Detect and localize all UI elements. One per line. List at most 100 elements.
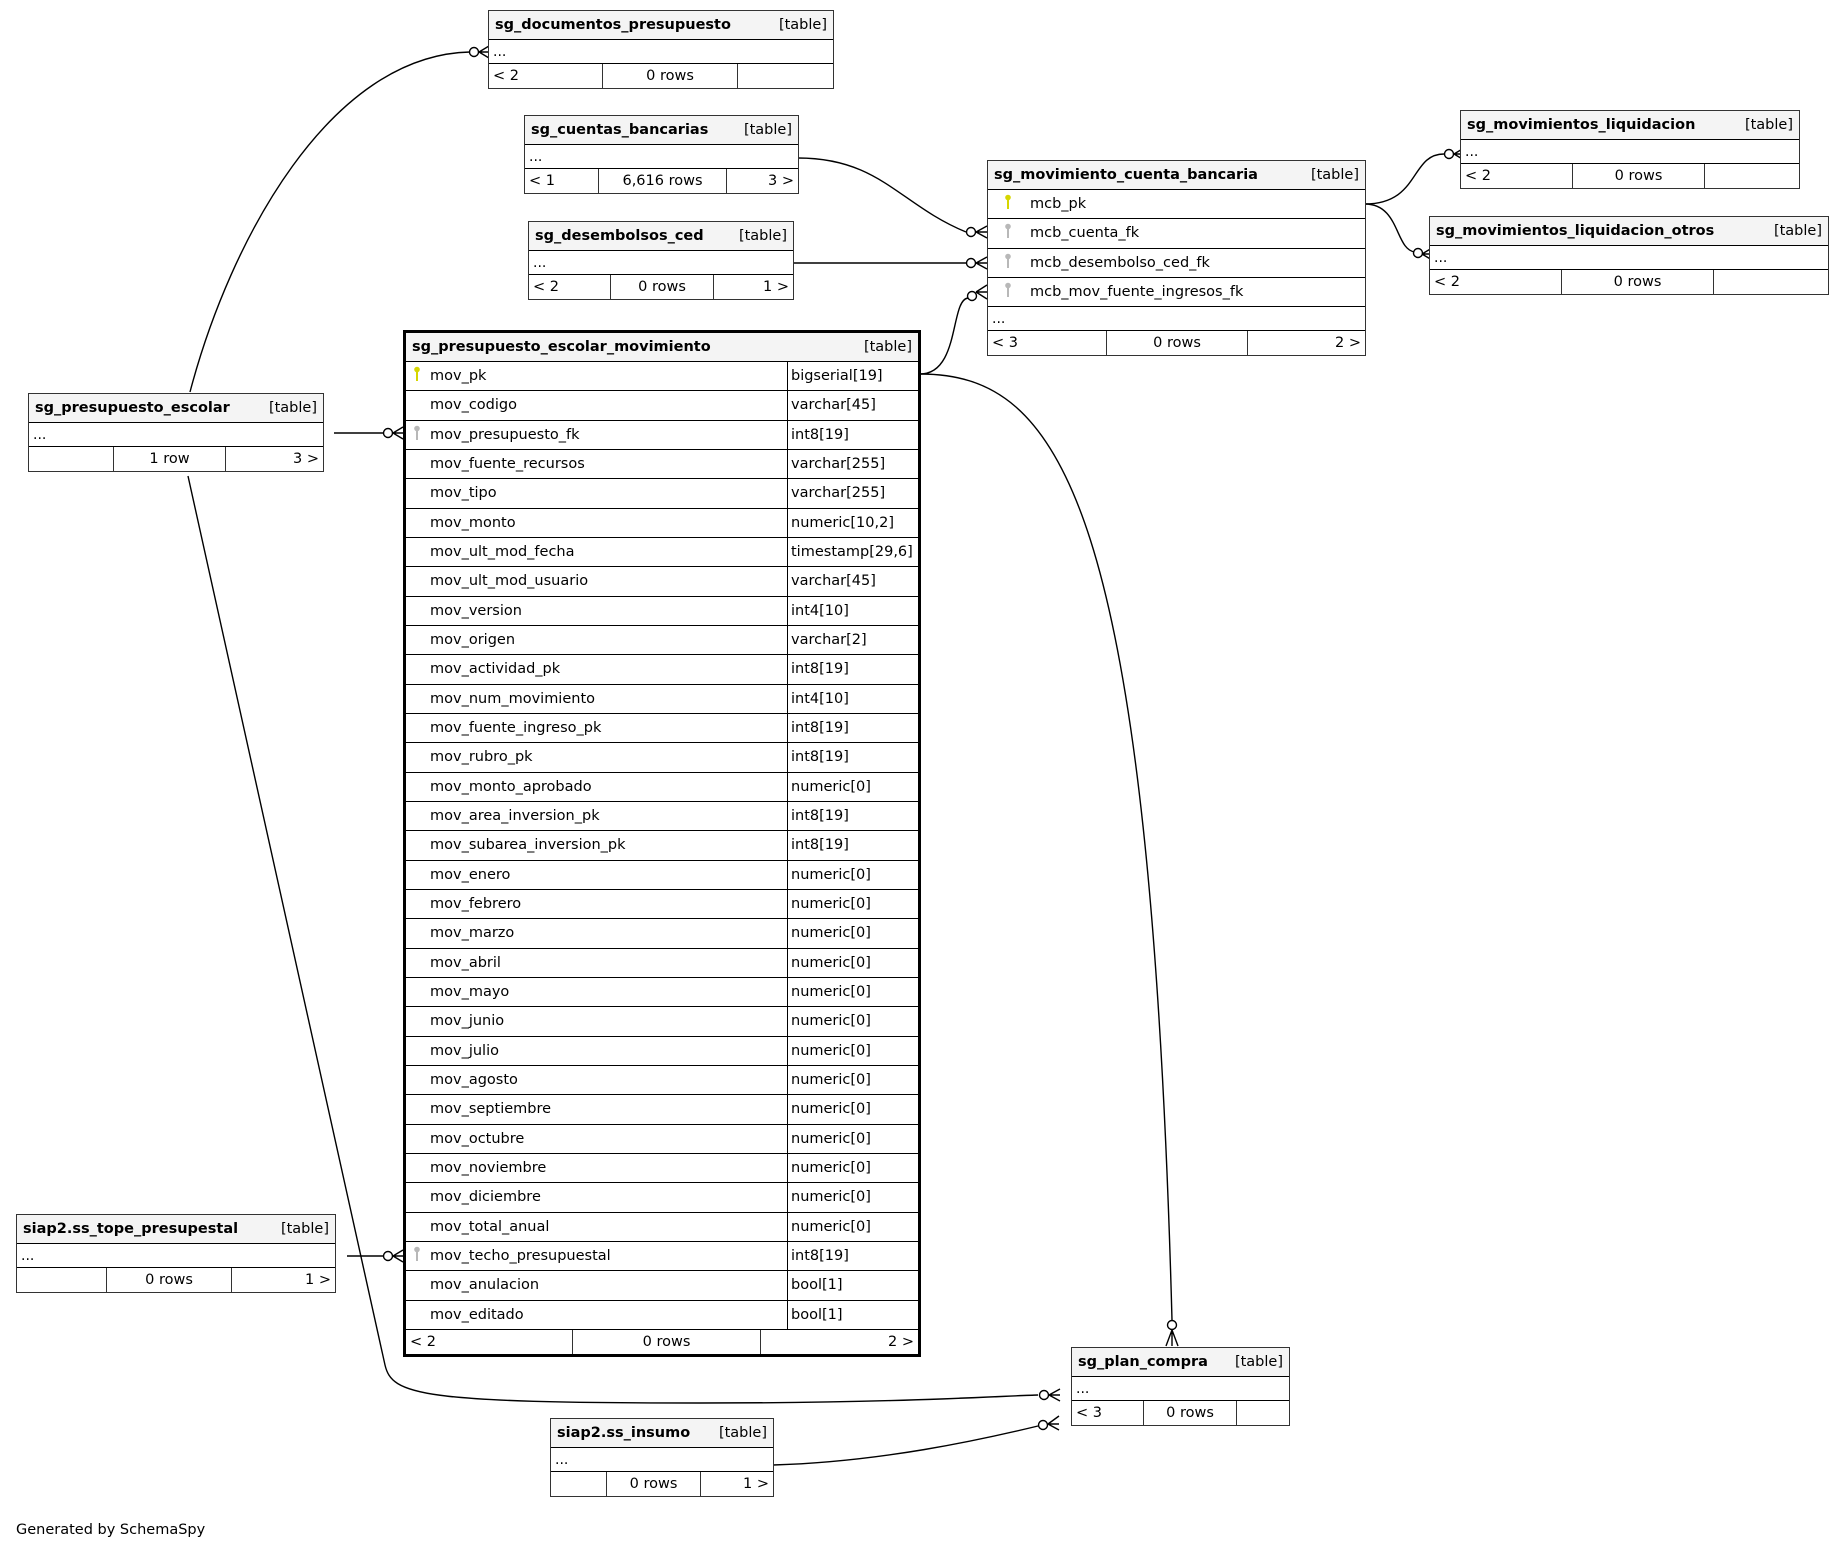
column-row[interactable]: mcb_pk [988, 190, 1365, 220]
children-count[interactable] [1705, 164, 1799, 188]
children-count[interactable]: 3 > [768, 173, 794, 189]
column-type: int8[19] [787, 713, 918, 743]
table-siap2-ss-insumo[interactable]: siap2.ss_insumo[table] ... 0 rows 1 > [550, 1418, 774, 1497]
table-sg-cuentas-bancarias[interactable]: sg_cuentas_bancarias[table] ... < 1 6,61… [524, 115, 799, 194]
parents-count[interactable]: < 2 [489, 64, 603, 88]
children-count[interactable] [1237, 1401, 1289, 1425]
column-name: mcb_cuenta_fk [1030, 225, 1140, 242]
table-footer: 1 row 3 > [29, 447, 323, 471]
column-type: int8[19] [787, 801, 918, 831]
children-count[interactable]: 1 > [305, 1272, 331, 1288]
table-sg-presupuesto-escolar[interactable]: sg_presupuesto_escolar[table] ... 1 row … [28, 393, 324, 472]
parents-count[interactable]: < 2 [529, 275, 611, 299]
row-count: 0 rows [607, 1472, 701, 1496]
column-row[interactable]: mov_tipo varchar[255] [406, 479, 918, 509]
column-list: mcb_pk mcb_cuenta_fk mcb_desembolso_ced_fk… [988, 190, 1365, 308]
table-header: sg_documentos_presupuesto[table] [489, 11, 833, 40]
table-name: sg_cuentas_bancarias [531, 122, 709, 138]
children-count[interactable]: 2 > [1335, 335, 1361, 352]
column-type: numeric[0] [787, 1065, 918, 1095]
column-name: mov_origen [430, 632, 516, 649]
parents-count[interactable]: < 1 [525, 169, 599, 193]
table-kind: [table] [1773, 223, 1822, 239]
parents-count[interactable]: < 2 [1430, 270, 1562, 294]
parents-count[interactable] [29, 447, 114, 471]
column-row[interactable]: mcb_cuenta_fk [988, 219, 1365, 249]
column-name: mov_mayo [430, 984, 510, 1001]
row-count: 1 row [114, 447, 226, 471]
table-footer: < 2 0 rows 2 > [406, 1329, 918, 1354]
children-count[interactable]: 1 > [743, 1476, 769, 1492]
column-row[interactable]: mcb_mov_fuente_ingresos_fk [988, 278, 1365, 308]
parents-count[interactable]: < 2 [1461, 164, 1573, 188]
table-name: sg_plan_compra [1078, 1354, 1208, 1370]
column-type: varchar[45] [787, 567, 918, 596]
children-count[interactable]: 3 > [293, 451, 319, 467]
row-count: 0 rows [1573, 164, 1705, 188]
parents-count[interactable] [551, 1472, 607, 1496]
column-type: numeric[0] [787, 772, 918, 801]
children-count[interactable]: 2 > [888, 1333, 914, 1350]
table-sg-movimiento-cuenta-bancaria[interactable]: sg_movimiento_cuenta_bancaria[table] mcb… [987, 160, 1366, 357]
parents-count[interactable]: < 2 [406, 1329, 573, 1354]
column-name: mov_fuente_ingreso_pk [430, 720, 602, 737]
table-sg-documentos-presupuesto[interactable]: sg_documentos_presupuesto[table] ... < 2… [488, 10, 834, 89]
table-header: sg_movimientos_liquidacion[table] [1461, 111, 1799, 140]
column-type: numeric[0] [787, 948, 918, 977]
column-name: mov_tipo [430, 485, 497, 502]
table-sg-presupuesto-escolar-movimiento[interactable]: sg_presupuesto_escolar_movimiento[table]… [403, 330, 921, 1357]
table-sg-desembolsos-ced[interactable]: sg_desembolsos_ced[table] ... < 2 0 rows… [528, 221, 794, 300]
table-sg-movimientos-liquidacion-otros[interactable]: sg_movimientos_liquidacion_otros[table] … [1429, 216, 1829, 295]
table-footer: < 2 0 rows [1461, 164, 1799, 188]
parents-count[interactable]: < 3 [1072, 1401, 1144, 1425]
table-sg-plan-compra[interactable]: sg_plan_compra[table] ... < 3 0 rows [1071, 1347, 1290, 1426]
table-sg-movimientos-liquidacion[interactable]: sg_movimientos_liquidacion[table] ... < … [1460, 110, 1800, 189]
children-count[interactable] [1714, 270, 1828, 294]
row-count: 0 rows [603, 64, 738, 88]
crow-foot-icon [1047, 1415, 1060, 1431]
table-footer: < 2 0 rows 1 > [529, 275, 793, 299]
children-count[interactable]: 1 > [763, 279, 789, 295]
table-kind: [table] [268, 400, 317, 416]
table-header: sg_plan_compra[table] [1072, 1348, 1289, 1377]
children-count[interactable] [738, 64, 833, 88]
parents-count[interactable] [17, 1268, 107, 1292]
table-siap2-ss-tope-presupestal[interactable]: siap2.ss_tope_presupestal[table] ... 0 r… [16, 1214, 336, 1293]
column-name: mov_presupuesto_fk [430, 426, 580, 443]
column-row[interactable]: mov_fuente_ingreso_pk int8[19] [406, 713, 918, 744]
column-type: varchar[255] [787, 479, 918, 508]
parents-count[interactable]: < 3 [988, 331, 1107, 356]
column-row[interactable]: mcb_desembolso_ced_fk [988, 249, 1365, 278]
